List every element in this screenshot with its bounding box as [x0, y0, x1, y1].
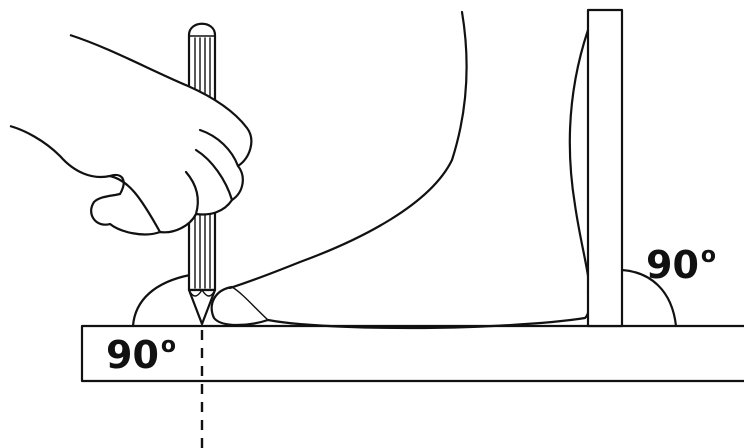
wall-plank	[586, 8, 624, 328]
floor-board	[80, 324, 744, 383]
right-angle-arc	[620, 268, 678, 328]
left-angle-arc	[131, 273, 192, 328]
heel-arc	[568, 28, 592, 292]
foot-outline	[210, 285, 591, 330]
hand	[9, 33, 253, 236]
right-angle-label: 90o	[646, 243, 716, 287]
big-toe-line	[231, 286, 269, 321]
left-angle-label: 90o	[106, 333, 176, 377]
leg-outline	[228, 10, 468, 290]
